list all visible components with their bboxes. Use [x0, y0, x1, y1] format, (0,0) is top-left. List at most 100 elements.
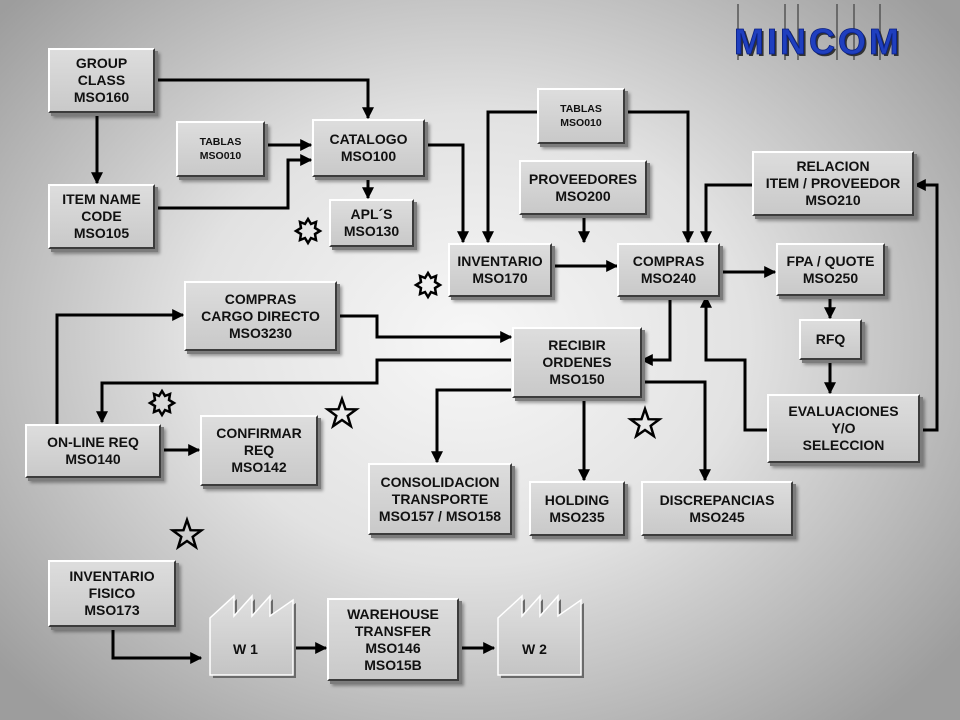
- box-label-line: CARGO DIRECTO: [201, 307, 320, 324]
- box-tablas-mso010-top[interactable]: TABLAS MSO010: [537, 88, 625, 144]
- box-label-line: MSO250: [802, 269, 859, 286]
- box-label-line: MSO105: [73, 225, 130, 241]
- connector-tablastop-compras: [625, 110, 694, 244]
- box-label-line: MSO15B: [364, 656, 422, 673]
- box-label-line: TRANSFER: [354, 622, 432, 639]
- box-label-line: INVENTARIO: [457, 253, 543, 269]
- connector-fisico-w1: [111, 627, 203, 664]
- box-label-line: CONFIRMAR: [216, 425, 302, 441]
- box-label-line: APL´S: [350, 206, 393, 222]
- box-label-line: SELECCION: [802, 437, 885, 453]
- box-label-line: DISCREPANCIAS: [659, 491, 775, 508]
- burst-icon: [147, 388, 177, 418]
- box-label-line: MSO130: [343, 223, 400, 239]
- box-label-line: COMPRAS: [632, 253, 705, 269]
- connector-compras-recibir: [640, 297, 672, 366]
- connector-evaluaciones-compras: [700, 295, 767, 432]
- box-label-line: MSO157 / MSO158: [378, 507, 502, 524]
- box-label-line: MSO150: [549, 371, 605, 387]
- box-label-line: COMPRAS: [224, 290, 297, 307]
- box-label-line: MSO010: [560, 117, 602, 129]
- box-label-line: MSO140: [65, 451, 121, 467]
- factory-w1-label: W 1: [233, 641, 258, 657]
- connector-tablastop-inventario: [482, 110, 537, 244]
- burst-icon: [293, 216, 323, 246]
- connector-recibir-consolidacion: [431, 388, 511, 464]
- box-label-line: MSO240: [640, 270, 697, 286]
- box-rfq[interactable]: RFQ: [799, 319, 862, 360]
- box-label-line: TABLAS: [560, 103, 602, 115]
- factory-w1-icon: [209, 594, 296, 678]
- connector-cargo-recibir: [337, 314, 513, 343]
- box-label-line: REQ: [243, 442, 275, 458]
- box-label-line: ORDENES: [542, 354, 612, 370]
- box-label-line: MSO142: [231, 459, 287, 475]
- burst-icon: [413, 270, 443, 300]
- box-label-line: RFQ: [815, 331, 846, 347]
- box-label-line: CODE: [81, 208, 122, 224]
- box-label-line: EVALUACIONES: [788, 403, 899, 419]
- connector-recibir-discrepancias: [642, 380, 711, 482]
- box-label-line: ON-LINE REQ: [47, 434, 139, 450]
- box-label-line: WAREHOUSE: [347, 605, 439, 622]
- star-icon: [627, 405, 663, 440]
- box-label-line: MSO235: [549, 508, 605, 525]
- box-label-line: MSO010: [199, 150, 242, 162]
- box-label-line: ITEM NAME: [62, 191, 141, 207]
- box-label-line: MSO245: [689, 508, 745, 525]
- connector-catalogo-inventario: [425, 143, 469, 244]
- box-label-line: CATALOGO: [329, 131, 408, 147]
- box-label-line: MSO200: [555, 187, 611, 204]
- star-icon: [169, 516, 205, 551]
- box-label-line: FPA / QUOTE: [786, 252, 875, 269]
- connector-evaluaciones-relacion: [913, 179, 939, 432]
- box-label-line: PROVEEDORES: [528, 170, 638, 187]
- box-tablas-mso010-left[interactable]: TABLAS MSO010: [176, 121, 265, 177]
- box-label-line: INVENTARIO: [69, 568, 155, 584]
- box-label-line: HOLDING: [544, 491, 610, 508]
- box-label-line: MSO210: [805, 192, 861, 208]
- connector-onlinereq-cargo: [55, 309, 185, 424]
- logo-text: MINCOM: [734, 21, 902, 62]
- factory-w2-label: W 2: [522, 641, 547, 657]
- svg-text:MINCOM: MINCOM: [736, 23, 904, 64]
- factory-w2-icon: [497, 594, 584, 678]
- box-label-line: MSO146: [365, 639, 421, 656]
- box-label-line: Y/O: [831, 420, 856, 436]
- box-label-line: MSO3230: [228, 324, 293, 341]
- connector-itemname-catalogo: [155, 154, 313, 210]
- box-label-line: TABLAS: [199, 136, 242, 148]
- box-label-line: MSO173: [84, 602, 140, 618]
- connector-recibir-onlinereq: [96, 358, 511, 424]
- box-label-line: CONSOLIDACION: [380, 473, 500, 490]
- connector-relacion-compras: [700, 183, 752, 244]
- box-label-line: TRANSPORTE: [391, 490, 489, 507]
- connector-group-catalogo: [155, 78, 374, 120]
- box-label-line: MSO100: [340, 148, 397, 164]
- box-label-line: RELACION: [796, 158, 870, 174]
- mincom-logo: MINCOM MINCOM: [734, 4, 904, 64]
- box-label-line: ITEM / PROVEEDOR: [765, 175, 901, 191]
- box-label-line: RECIBIR: [548, 337, 606, 353]
- box-label-line: CLASS: [77, 72, 126, 88]
